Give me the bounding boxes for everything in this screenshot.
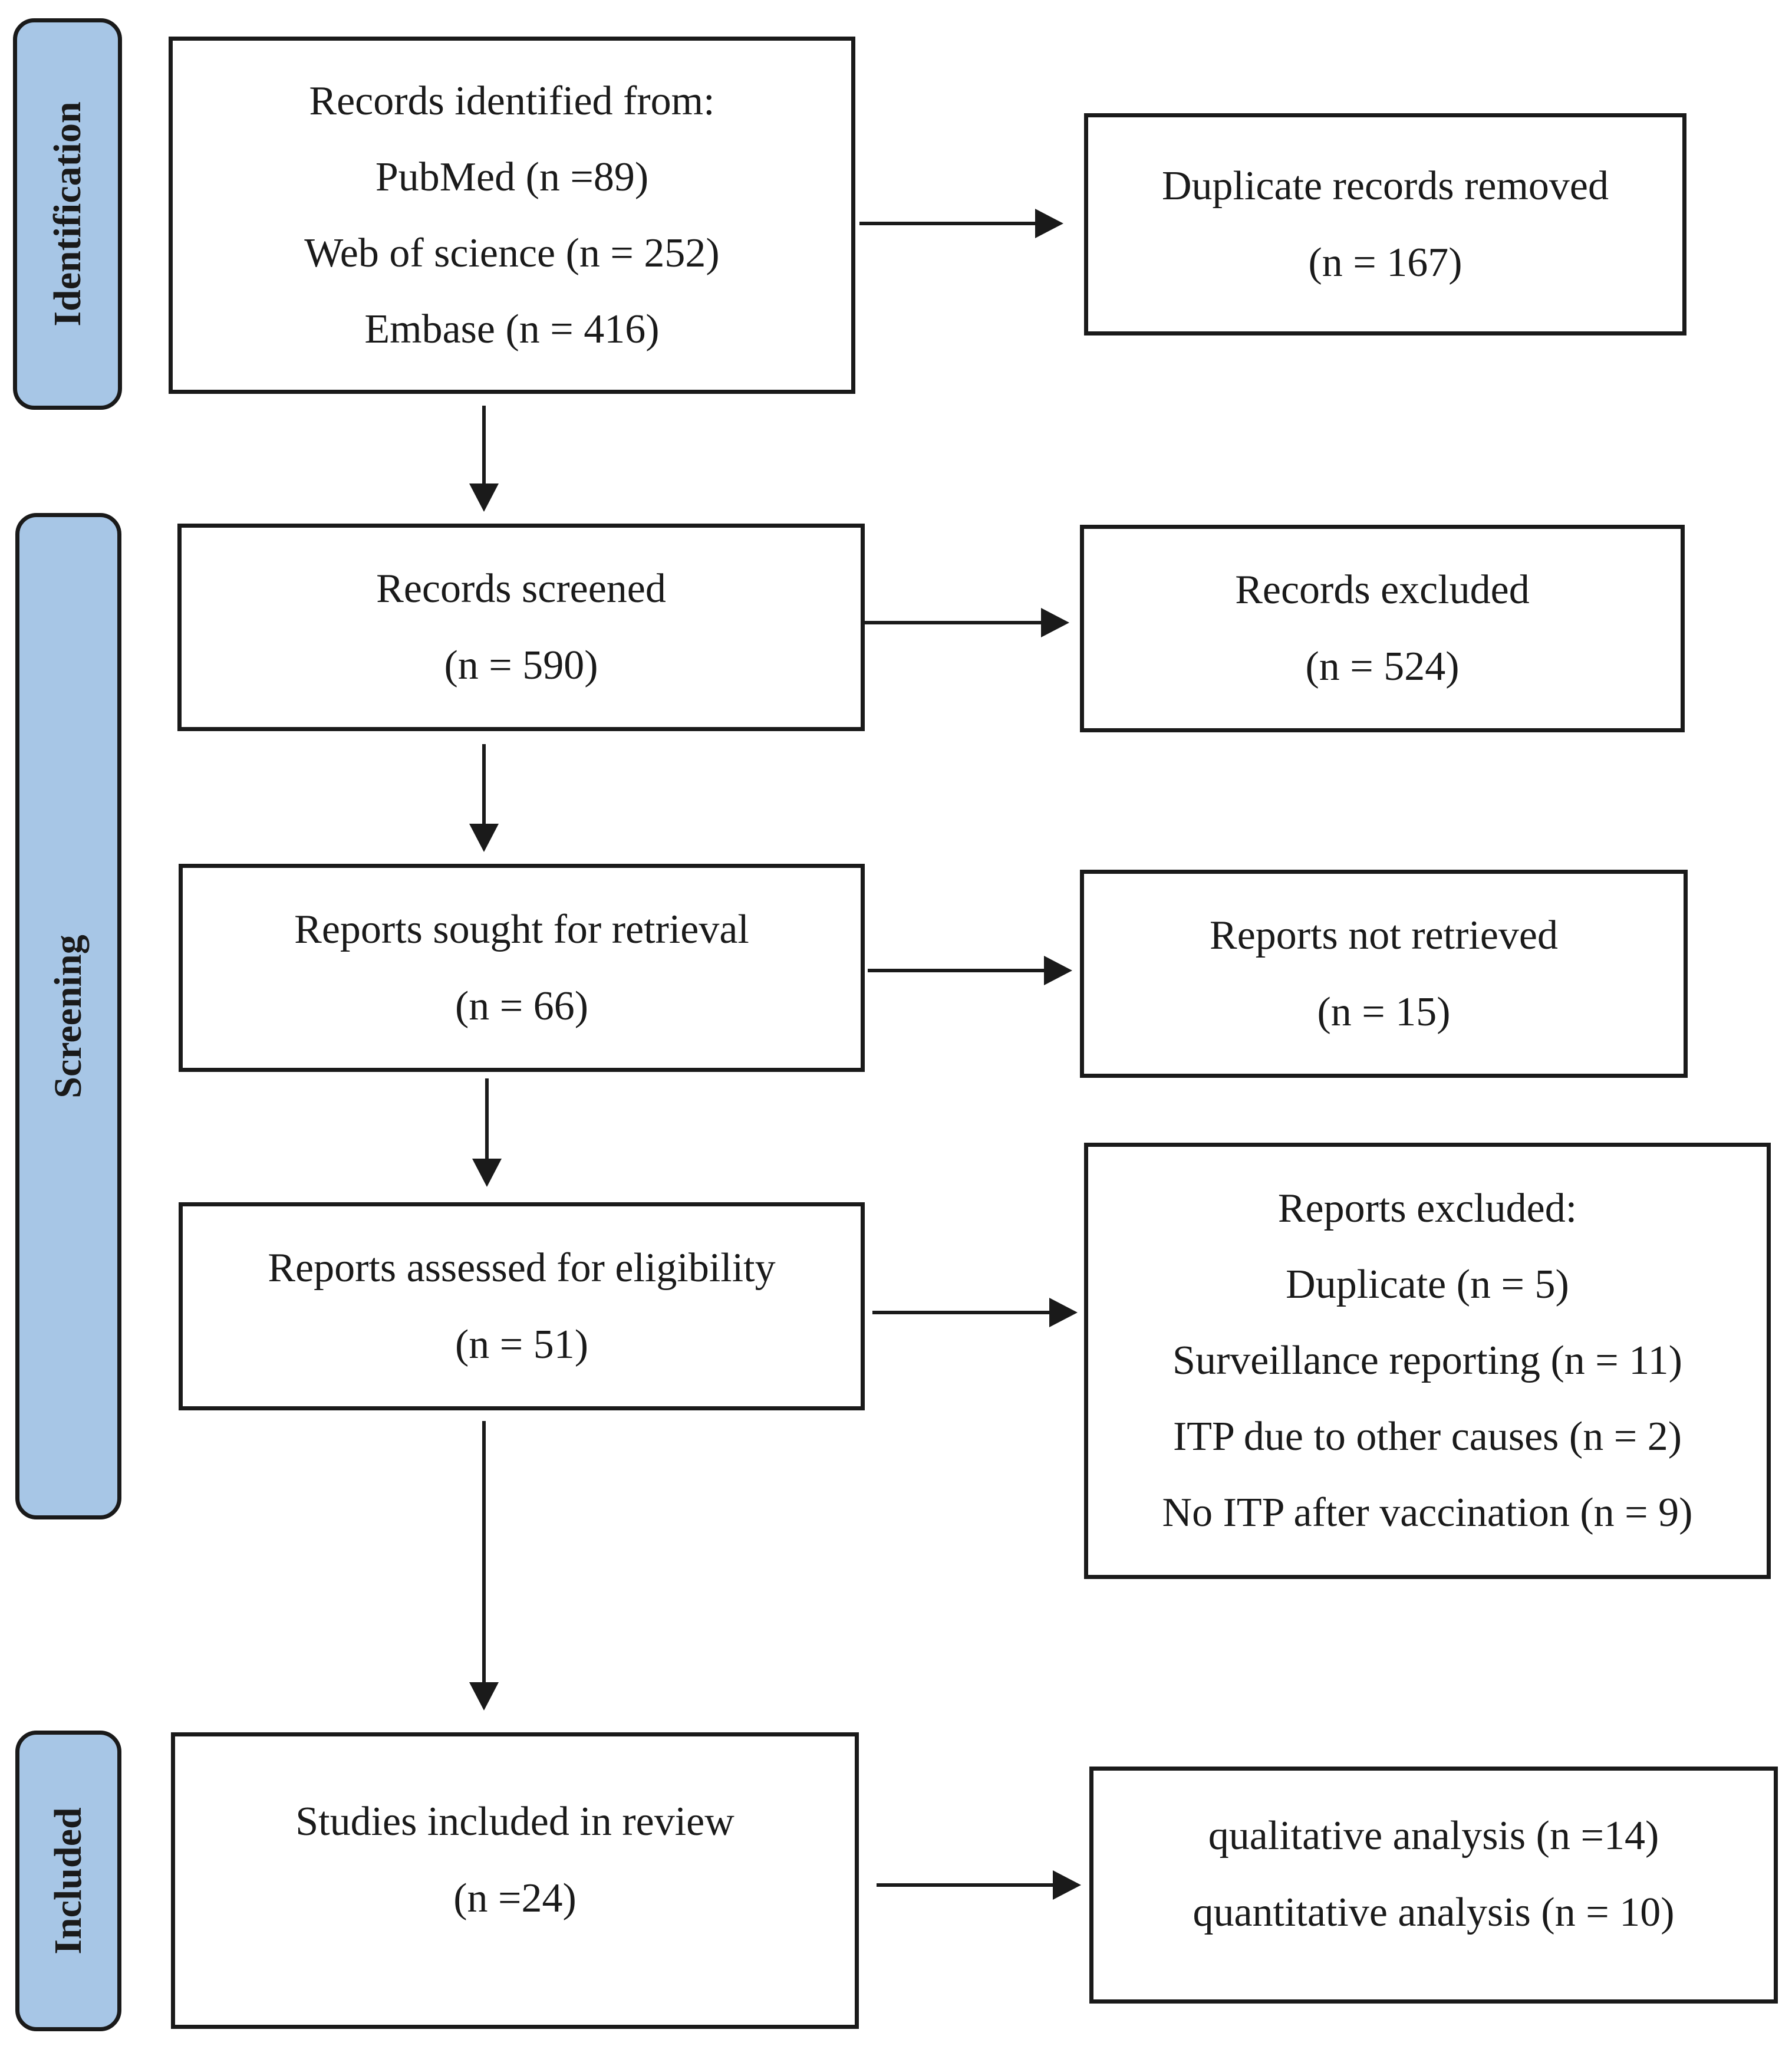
records-screened-count: (n = 590) — [444, 643, 598, 688]
records-screened-box: Records screened (n = 590) — [177, 524, 865, 731]
arrow-to-screened-head — [469, 483, 499, 512]
arrow-to-assessed-head — [472, 1159, 502, 1187]
arrow-to-duplicates-head — [1035, 209, 1063, 238]
reports-sought-label: Reports sought for retrieval — [294, 906, 749, 952]
arrow-to-records-excluded-head — [1041, 608, 1069, 637]
records-excluded-label: Records excluded — [1235, 567, 1530, 613]
reports-not-retrieved-box: Reports not retrieved (n = 15) — [1080, 870, 1688, 1078]
duplicates-removed-count: (n = 167) — [1308, 239, 1462, 285]
records-excluded-box: Records excluded (n = 524) — [1080, 525, 1685, 732]
qualitative-analysis: qualitative analysis (n =14) — [1208, 1813, 1659, 1858]
reason-other-causes: ITP due to other causes (n = 2) — [1172, 1414, 1682, 1459]
records-identified-title: Records identified from: — [309, 78, 715, 124]
source-embase: Embase (n = 416) — [364, 306, 660, 352]
analysis-box: qualitative analysis (n =14) quantitativ… — [1089, 1767, 1778, 2004]
arrow-to-analysis-head — [1053, 1870, 1081, 1900]
reason-no-itp: No ITP after vaccination (n = 9) — [1162, 1490, 1693, 1535]
records-identified-box: Records identified from: PubMed (n =89) … — [169, 37, 855, 394]
arrow-to-not-retrieved-head — [1044, 956, 1072, 985]
arrow-to-reports-excluded-head — [1049, 1298, 1078, 1327]
stage-screening: Screening — [15, 513, 121, 1519]
reports-sought-box: Reports sought for retrieval (n = 66) — [179, 864, 865, 1072]
records-excluded-count: (n = 524) — [1305, 644, 1460, 689]
studies-included-count: (n =24) — [453, 1876, 577, 1921]
records-screened-label: Records screened — [376, 566, 666, 611]
stage-included: Included — [15, 1731, 121, 2031]
reports-assessed-box: Reports assessed for eligibility (n = 51… — [179, 1202, 865, 1410]
reason-duplicate: Duplicate (n = 5) — [1286, 1262, 1569, 1307]
reports-sought-count: (n = 66) — [454, 983, 589, 1029]
reason-surveillance: Surveillance reporting (n = 11) — [1172, 1338, 1682, 1383]
reports-not-retrieved-label: Reports not retrieved — [1210, 912, 1558, 958]
source-pubmed: PubMed (n =89) — [375, 154, 649, 200]
quantitative-analysis: quantitative analysis (n = 10) — [1193, 1890, 1675, 1935]
reports-assessed-count: (n = 51) — [454, 1321, 589, 1367]
studies-included-box: Studies included in review (n =24) — [171, 1732, 859, 2029]
arrow-to-included-head — [469, 1682, 499, 1711]
duplicates-removed-box: Duplicate records removed (n = 167) — [1084, 113, 1686, 335]
source-web-of-science: Web of science (n = 252) — [304, 230, 720, 276]
duplicates-removed-label: Duplicate records removed — [1161, 163, 1609, 209]
reports-excluded-title: Reports excluded: — [1277, 1186, 1577, 1231]
stage-identification: Identification — [13, 18, 122, 410]
studies-included-label: Studies included in review — [295, 1799, 734, 1844]
reports-assessed-label: Reports assessed for eligibility — [268, 1245, 776, 1291]
reports-not-retrieved-count: (n = 15) — [1317, 989, 1451, 1035]
arrow-to-sought-head — [469, 824, 499, 852]
reports-excluded-box: Reports excluded: Duplicate (n = 5) Surv… — [1084, 1143, 1771, 1579]
